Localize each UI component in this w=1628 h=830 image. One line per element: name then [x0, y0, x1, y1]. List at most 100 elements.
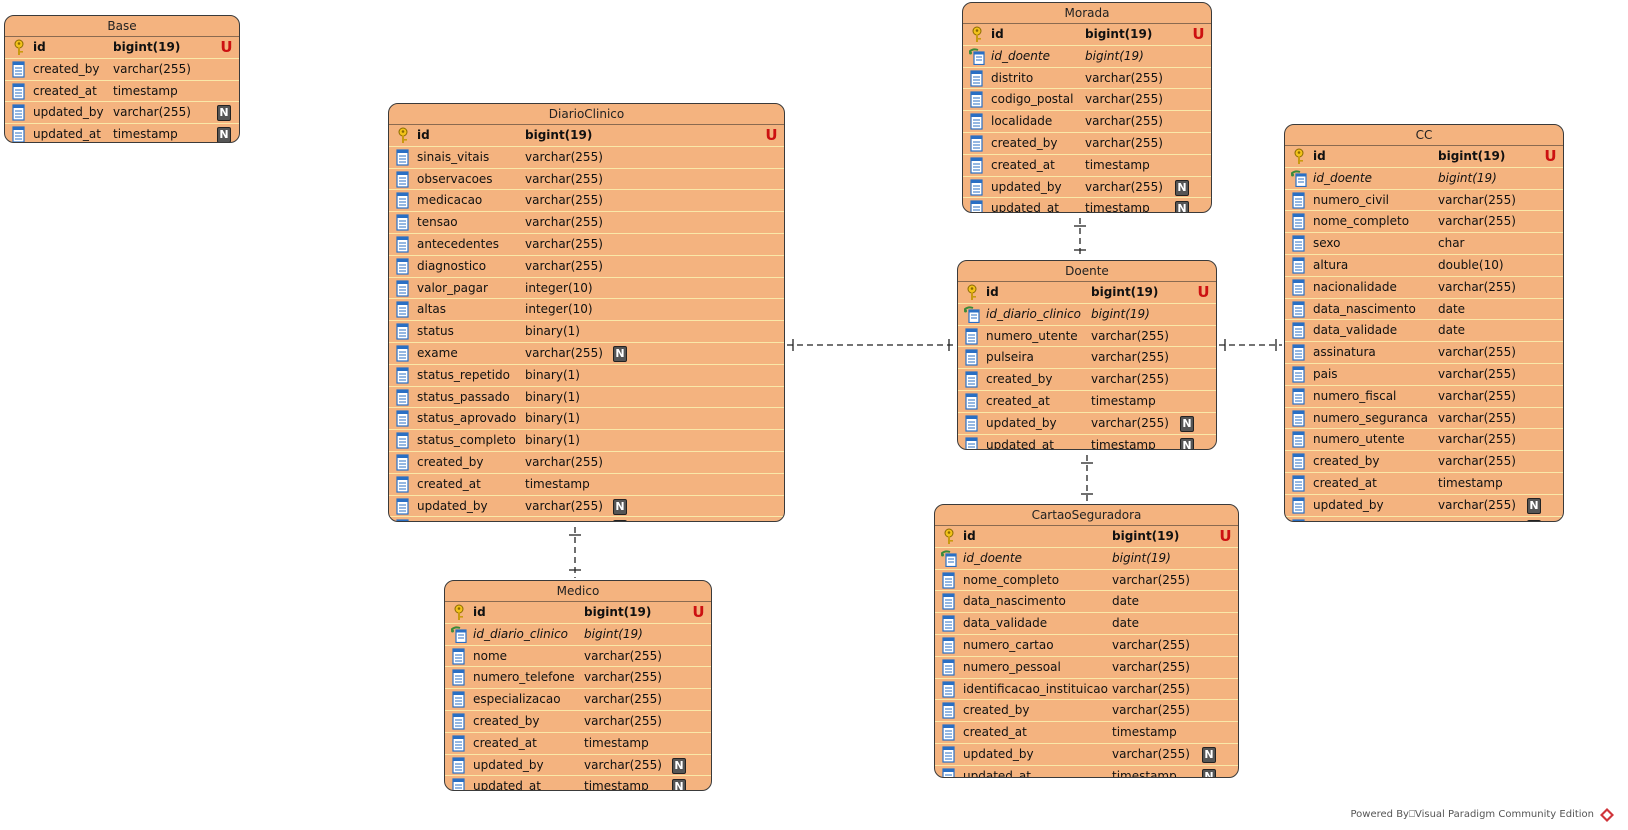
nullable-badge: N — [1202, 746, 1216, 763]
column-name: id — [1313, 149, 1326, 163]
column-type: varchar(255) — [1438, 432, 1516, 447]
relationship-morada-doente[interactable] — [1074, 218, 1086, 258]
relationship-doente-cc[interactable] — [1219, 339, 1282, 351]
column-type: binary(1) — [525, 389, 580, 404]
relationship-diarioclinico-medico[interactable] — [787, 339, 955, 351]
column-name: nome — [473, 648, 508, 663]
column-icon — [1291, 257, 1307, 274]
column-icon — [451, 778, 467, 791]
relationship-doente-cartaoseguradora[interactable] — [1081, 455, 1093, 502]
relationship-diarioclinico-doente[interactable] — [569, 527, 581, 578]
column-icon — [1291, 431, 1307, 448]
